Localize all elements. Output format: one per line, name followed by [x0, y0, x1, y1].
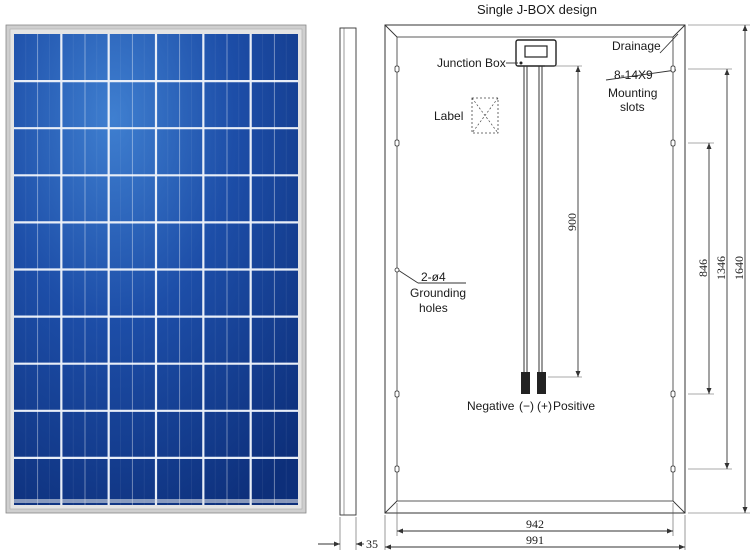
label-area	[471, 97, 499, 134]
mounting-slot	[394, 65, 400, 73]
back-frame-inner	[396, 36, 674, 502]
mounting-slot	[394, 390, 400, 398]
label-label: Label	[434, 109, 463, 123]
mounting-slot	[670, 139, 676, 147]
mounting-slot	[394, 139, 400, 147]
mounting-label-1: Mounting	[608, 86, 657, 100]
mounting-label-2: slots	[620, 100, 645, 114]
grounding-count-label: 2-ø4	[421, 270, 446, 284]
side-profile	[339, 27, 357, 516]
back-view: Single J-BOX design Drainage Junction Bo…	[384, 2, 750, 550]
grounding-label-2: holes	[419, 301, 448, 315]
width-dim: 991	[526, 533, 544, 547]
bottom-bus-strip	[14, 499, 298, 503]
negative-sign: (−)	[519, 399, 534, 413]
mounting-slot	[394, 465, 400, 473]
positive-label: Positive	[553, 399, 595, 413]
positive-connector	[537, 372, 546, 394]
mounting-slot	[670, 65, 676, 73]
cell-grid	[14, 34, 298, 505]
mounting-count-label: 8-14X9	[614, 68, 653, 82]
vertical-dimensions: 846 1346 1640	[688, 24, 750, 514]
inner-width-dim: 942	[526, 517, 544, 531]
slot-inner-dim: 846	[696, 259, 710, 277]
mounting-slots	[394, 65, 676, 473]
cable-length-dim: 900	[565, 213, 579, 231]
junction-box-label: Junction Box	[437, 56, 506, 70]
negative-label: Negative	[467, 399, 515, 413]
front-view	[5, 24, 307, 514]
mounting-slot	[670, 390, 676, 398]
thickness-dim: 35	[366, 537, 378, 551]
positive-sign: (+)	[537, 399, 552, 413]
horizontal-dimensions: 942 991	[384, 503, 686, 550]
negative-connector	[521, 372, 530, 394]
mounting-slot	[670, 465, 676, 473]
slot-outer-dim: 1346	[714, 256, 728, 280]
grounding-label-1: Grounding	[410, 286, 466, 300]
diagram-title: Single J-BOX design	[477, 2, 597, 17]
junction-box-window	[524, 45, 548, 58]
cables	[521, 66, 546, 394]
grounding-hole	[394, 267, 400, 273]
side-view: 35	[318, 27, 378, 551]
length-dim: 1640	[732, 256, 746, 280]
drainage-label: Drainage	[612, 39, 661, 53]
